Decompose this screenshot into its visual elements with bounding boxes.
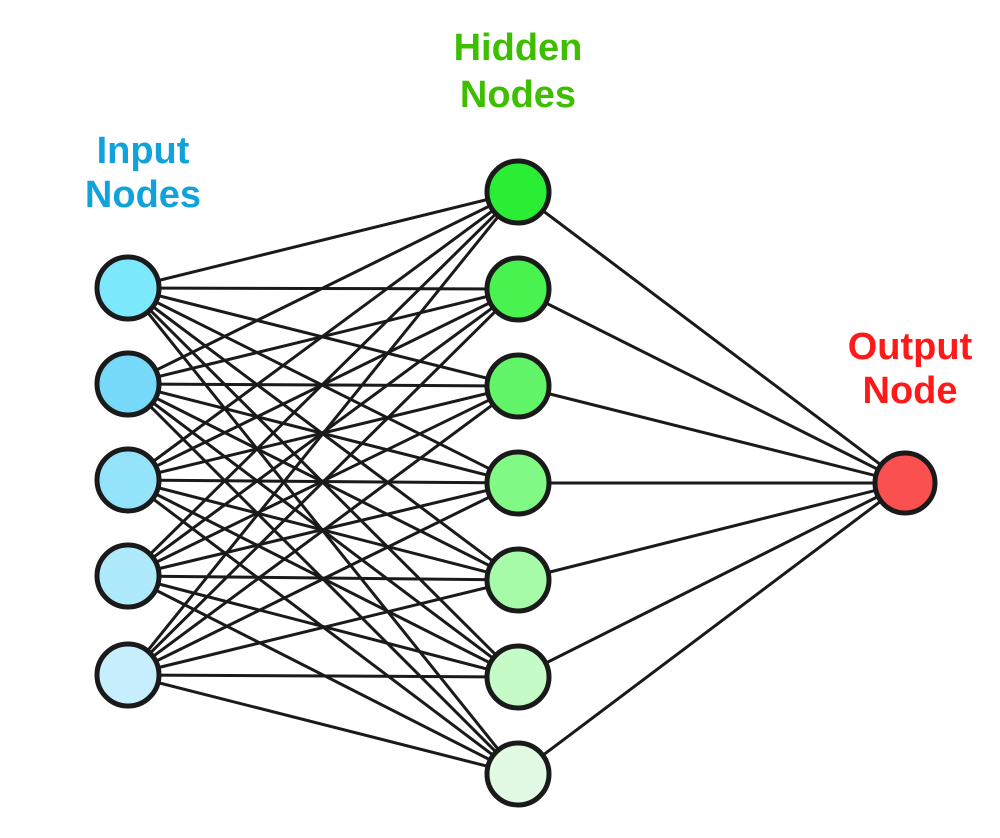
edge-hidden-7-to-output-1 xyxy=(517,481,906,776)
edge-input-2-to-hidden-1 xyxy=(127,190,519,386)
node-hidden-2[interactable] xyxy=(484,255,552,323)
node-hidden-1[interactable] xyxy=(484,158,552,226)
hidden-layer-label-line2: Nodes xyxy=(460,74,576,116)
node-hidden-7[interactable] xyxy=(484,740,552,808)
edge-input-5-to-hidden-2 xyxy=(126,287,520,677)
edge-input-5-to-hidden-6 xyxy=(127,673,519,679)
edge-hidden-3-to-output-1 xyxy=(517,384,906,485)
node-input-3[interactable] xyxy=(94,446,162,514)
edge-input-5-to-hidden-4 xyxy=(127,481,519,677)
node-input-1[interactable] xyxy=(94,254,162,322)
edge-hidden-1-to-output-1 xyxy=(517,190,906,485)
edge-input-4-to-hidden-1 xyxy=(126,190,520,578)
edge-input-5-to-hidden-3 xyxy=(127,384,519,677)
edge-input-3-to-hidden-1 xyxy=(127,190,519,482)
node-hidden-3[interactable] xyxy=(484,352,552,420)
node-input-5[interactable] xyxy=(94,641,162,709)
edge-input-1-to-hidden-1 xyxy=(127,190,519,290)
output-layer-label-line1: Output xyxy=(848,326,973,368)
node-output-1[interactable] xyxy=(872,450,938,516)
node-hidden-6[interactable] xyxy=(484,643,552,711)
node-hidden-5[interactable] xyxy=(484,546,552,614)
hidden-layer-label-line1: Hidden xyxy=(454,27,583,69)
edge-hidden-5-to-output-1 xyxy=(517,481,906,582)
edge-input-5-to-hidden-1 xyxy=(126,191,520,676)
output-layer-nodes xyxy=(872,450,938,516)
hidden-layer-nodes xyxy=(484,158,552,808)
node-input-4[interactable] xyxy=(94,542,162,610)
input-layer-nodes xyxy=(94,254,162,709)
node-input-2[interactable] xyxy=(94,350,162,418)
edge-input-5-to-hidden-5 xyxy=(127,578,519,677)
edge-input-5-to-hidden-7 xyxy=(127,673,519,776)
input-layer-label-line1: Input xyxy=(97,130,190,172)
output-layer-label-line2: Node xyxy=(863,370,958,412)
edges-input-to-hidden xyxy=(126,190,520,776)
edge-hidden-6-to-output-1 xyxy=(517,481,906,679)
input-layer-label-line2: Nodes xyxy=(85,174,201,216)
edge-hidden-2-to-output-1 xyxy=(517,287,906,485)
edges-hidden-to-output xyxy=(517,190,906,776)
node-hidden-4[interactable] xyxy=(484,449,552,517)
